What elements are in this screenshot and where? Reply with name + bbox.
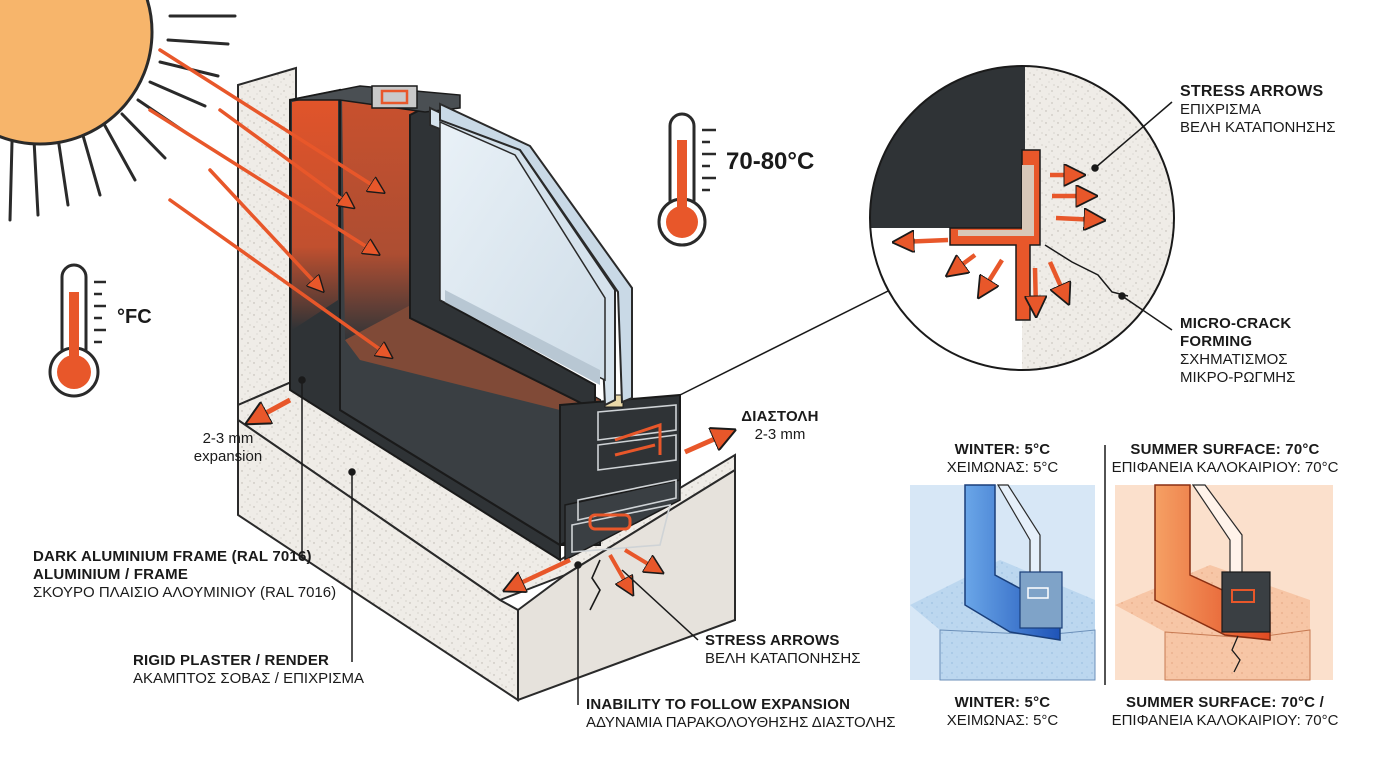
heat-arrows	[148, 48, 388, 355]
temperature-reading-large: 70-80°C	[726, 148, 815, 175]
crack	[589, 559, 601, 611]
summer-comparison-panel	[1115, 484, 1333, 681]
plaster-label-en: RIGID PLASTER / RENDER	[133, 652, 330, 669]
left-expansion-label: 2-3 mm expansion	[188, 430, 268, 466]
summer-top-title: SUMMER SURFACE: 70°C	[1130, 441, 1320, 458]
micro-crack-en-1: MICRO-CRACK	[1180, 315, 1292, 332]
stress-arrows-top-gr-1: ΕΠΙΧΡΙΣΜΑ	[1180, 101, 1261, 119]
right-expansion-word: ΔΙΑΣΤΟΛΗ	[741, 408, 819, 425]
stress-arrows-top-label: STRESS ARROWS ΕΠΙΧΡΙΣΜΑ ΒΕΛΗ ΚΑΤΑΠΟΝΗΣΗΣ	[1180, 82, 1336, 137]
stress-arrows-top-gr-2: ΒΕΛΗ ΚΑΤΑΠΟΝΗΣΗΣ	[1180, 119, 1336, 137]
thermometer-icon	[48, 263, 106, 398]
expansion-arrows	[253, 397, 728, 590]
leader-lines	[298, 289, 891, 705]
stress-arrows-bottom-label: STRESS ARROWS ΒΕΛΗ ΚΑΤΑΠΟΝΗΣΗΣ	[705, 632, 861, 668]
winter-bottom-caption: WINTER: 5°C ΧΕΙΜΩΝΑΣ: 5°C	[910, 694, 1095, 730]
right-expansion-value: 2-3 mm	[754, 426, 806, 443]
winter-bottom-sub: ΧΕΙΜΩΝΑΣ: 5°C	[946, 712, 1059, 729]
summer-top-sub: ΕΠΙΦΑΝΕΙΑ ΚΑΛΟΚΑΙΡΙΟΥ: 70°C	[1111, 459, 1339, 476]
winter-top-sub: ΧΕΙΜΩΝΑΣ: 5°C	[946, 459, 1059, 476]
frame-label: DARK ALUMINIUM FRAME (RAL 7016) ALUMINIU…	[33, 548, 336, 602]
micro-crack-en-2: FORMING	[1180, 333, 1253, 350]
frame-label-gr: ΣΚΟΥΡΟ ΠΛΑΙΣΙΟ ΑΛΟΥΜΙΝΙΟΥ (RAL 7016)	[33, 584, 337, 601]
micro-crack-label: MICRO-CRACK FORMING ΣΧΗΜΑΤΙΣΜΟΣ ΜΙΚΡΟ-ΡΩ…	[1180, 315, 1295, 387]
stress-arrows-bottom-en: STRESS ARROWS	[705, 632, 840, 649]
summer-bottom-caption: SUMMER SURFACE: 70°C / ΕΠΙΦΑΝΕΙΑ ΚΑΛΟΚΑΙ…	[1110, 694, 1340, 730]
micro-crack-gr-2: ΜΙΚΡΟ-ΡΩΓΜΗΣ	[1180, 369, 1296, 386]
winter-top-caption: WINTER: 5°C ΧΕΙΜΩΝΑΣ: 5°C	[910, 441, 1095, 477]
double-glazing	[429, 102, 633, 407]
detail-magnifier	[869, 65, 1175, 371]
plaster-label: RIGID PLASTER / RENDER ΑΚΑΜΠΤΟΣ ΣΟΒΑΣ / …	[133, 652, 364, 688]
stress-arrows-top-en: STRESS ARROWS	[1180, 83, 1324, 100]
window-frame	[289, 85, 681, 562]
left-expansion-value: 2-3 mm	[202, 430, 254, 447]
inability-label-en: INABILITY TO FOLLOW EXPANSION	[586, 696, 851, 713]
thermometer-icon	[657, 112, 716, 247]
summer-bottom-title: SUMMER SURFACE: 70°C /	[1126, 694, 1324, 711]
inability-label: INABILITY TO FOLLOW EXPANSION ΑΔΥΝΑΜΙΑ Π…	[586, 696, 896, 732]
stress-arrows-bottom-gr: ΒΕΛΗ ΚΑΤΑΠΟΝΗΣΗΣ	[705, 650, 861, 667]
winter-comparison-panel	[910, 445, 1106, 685]
micro-crack-gr-1: ΣΧΗΜΑΤΙΣΜΟΣ	[1180, 351, 1288, 368]
winter-top-title: WINTER: 5°C	[954, 441, 1051, 458]
summer-top-caption: SUMMER SURFACE: 70°C ΕΠΙΦΑΝΕΙΑ ΚΑΛΟΚΑΙΡΙ…	[1110, 441, 1340, 477]
right-expansion-label: ΔΙΑΣΤΟΛΗ 2-3 mm	[735, 408, 825, 444]
frame-label-en-2: ALUMINIUM / FRAME	[33, 566, 189, 583]
summer-bottom-sub: ΕΠΙΦΑΝΕΙΑ ΚΑΛΟΚΑΙΡΙΟΥ: 70°C	[1111, 712, 1339, 729]
temperature-reading-small: °FC	[117, 306, 152, 328]
inability-label-gr: ΑΔΥΝΑΜΙΑ ΠΑΡΑΚΟΛΟΥΘΗΣΗΣ ΔΙΑΣΤΟΛΗΣ	[586, 714, 896, 731]
left-expansion-word: expansion	[193, 448, 263, 465]
winter-bottom-title: WINTER: 5°C	[954, 694, 1051, 711]
sun-icon	[0, 0, 237, 222]
frame-label-en: DARK ALUMINIUM FRAME (RAL 7016)	[33, 548, 312, 565]
plaster-label-gr: ΑΚΑΜΠΤΟΣ ΣΟΒΑΣ / ΕΠΙΧΡΙΣΜΑ	[133, 670, 365, 687]
